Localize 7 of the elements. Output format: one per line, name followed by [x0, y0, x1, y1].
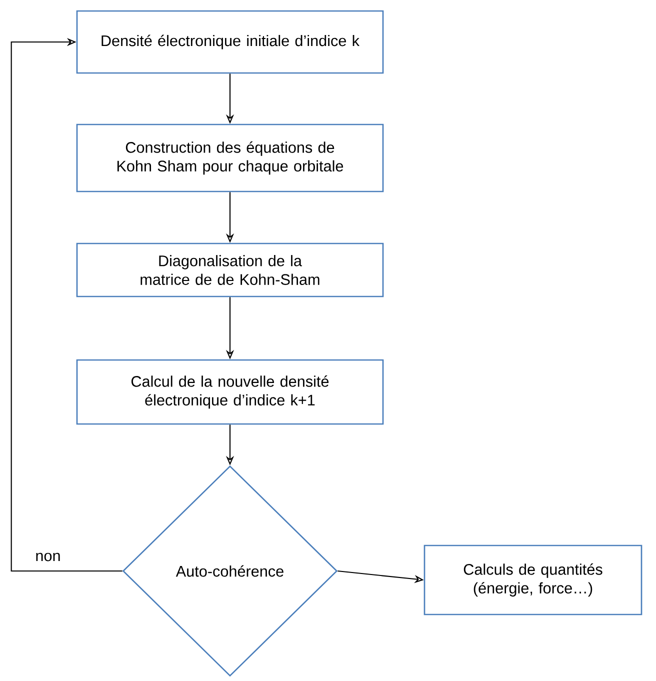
process-box: Construction des équations de Kohn Sham pour chaque orbitale — [76, 124, 384, 192]
process-box: Calcul de la nouvelle densité électronique d’indice k+1 — [76, 359, 384, 425]
process-box: Diagonalisation de la matrice de de Kohn-Sham — [76, 242, 384, 298]
process-box: Densité électronique initiale d’indice k — [76, 10, 384, 74]
process-box: Calculs de quantités (énergie, force…) — [424, 544, 642, 616]
edge-label: non — [34, 551, 62, 563]
arrow — [10, 38, 122, 572]
